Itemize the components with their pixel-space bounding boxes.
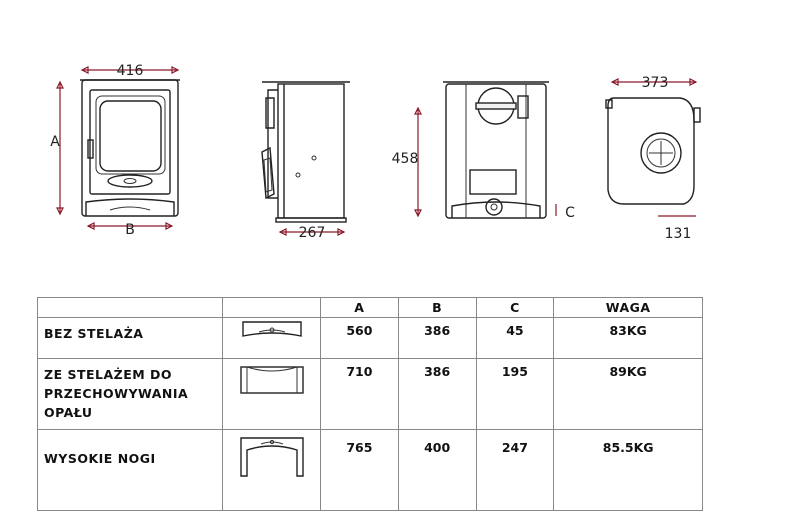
row-waga: 83KG bbox=[553, 317, 703, 359]
header-b: B bbox=[397, 297, 477, 318]
row-label: ZE STELAŻEM DO PRZECHOWYWANIA OPAŁU bbox=[37, 358, 223, 430]
row-label: BEZ STELAŻA bbox=[37, 317, 223, 359]
row-label: WYSOKIE NOGI bbox=[37, 429, 223, 511]
header-label-cell bbox=[37, 297, 223, 318]
table-header-row: A B C WAGA bbox=[37, 297, 703, 318]
row-image bbox=[222, 317, 321, 359]
row-c: 247 bbox=[475, 429, 555, 511]
header-c: C bbox=[475, 297, 555, 318]
row-label-line: PRZECHOWYWANIA bbox=[44, 386, 189, 401]
row-c: 195 bbox=[475, 358, 555, 430]
rear-offset-label: C bbox=[565, 205, 575, 221]
row-waga: 85.5KG bbox=[553, 429, 703, 511]
front-base-label: B bbox=[125, 222, 135, 238]
front-view: 416 A B bbox=[50, 63, 180, 238]
row-label-line: OPAŁU bbox=[44, 405, 93, 420]
table-row: WYSOKIE NOGI 765 400 247 85.5KG bbox=[37, 429, 703, 511]
row-waga: 89KG bbox=[553, 358, 703, 430]
row-c: 45 bbox=[475, 317, 555, 359]
top-offset-label: 131 bbox=[665, 226, 692, 242]
technical-drawings: 416 A B 267 458 C bbox=[50, 63, 701, 242]
stand-none-icon bbox=[241, 321, 302, 337]
row-a: 710 bbox=[320, 358, 399, 430]
row-b: 386 bbox=[397, 317, 477, 359]
row-b: 386 bbox=[397, 358, 477, 430]
header-waga: WAGA bbox=[553, 297, 703, 318]
row-image bbox=[222, 429, 321, 511]
table-row: BEZ STELAŻA 560 386 45 83KG bbox=[37, 317, 703, 359]
row-a: 560 bbox=[320, 317, 399, 359]
side-view: 267 bbox=[261, 81, 350, 241]
table-row: ZE STELAŻEM DO PRZECHOWYWANIA OPAŁU 710 … bbox=[37, 358, 703, 430]
front-height-label: A bbox=[50, 134, 60, 150]
row-label-line: ZE STELAŻEM DO bbox=[44, 367, 173, 382]
header-a: A bbox=[320, 297, 399, 318]
top-view: 373 131 bbox=[605, 75, 701, 242]
top-width-label: 373 bbox=[642, 75, 669, 91]
row-b: 400 bbox=[397, 429, 477, 511]
header-image-cell bbox=[222, 297, 321, 318]
rear-flue-height-label: 458 bbox=[392, 151, 419, 167]
rear-view: 458 C bbox=[392, 81, 575, 221]
stand-storage-icon bbox=[239, 366, 304, 394]
stand-high-legs-icon bbox=[239, 437, 304, 477]
side-depth-label: 267 bbox=[299, 225, 326, 241]
front-width-label: 416 bbox=[117, 63, 144, 79]
row-image bbox=[222, 358, 321, 430]
specification-table: A B C WAGA BEZ STELAŻA 560 386 45 83KG Z… bbox=[37, 297, 703, 511]
row-a: 765 bbox=[320, 429, 399, 511]
